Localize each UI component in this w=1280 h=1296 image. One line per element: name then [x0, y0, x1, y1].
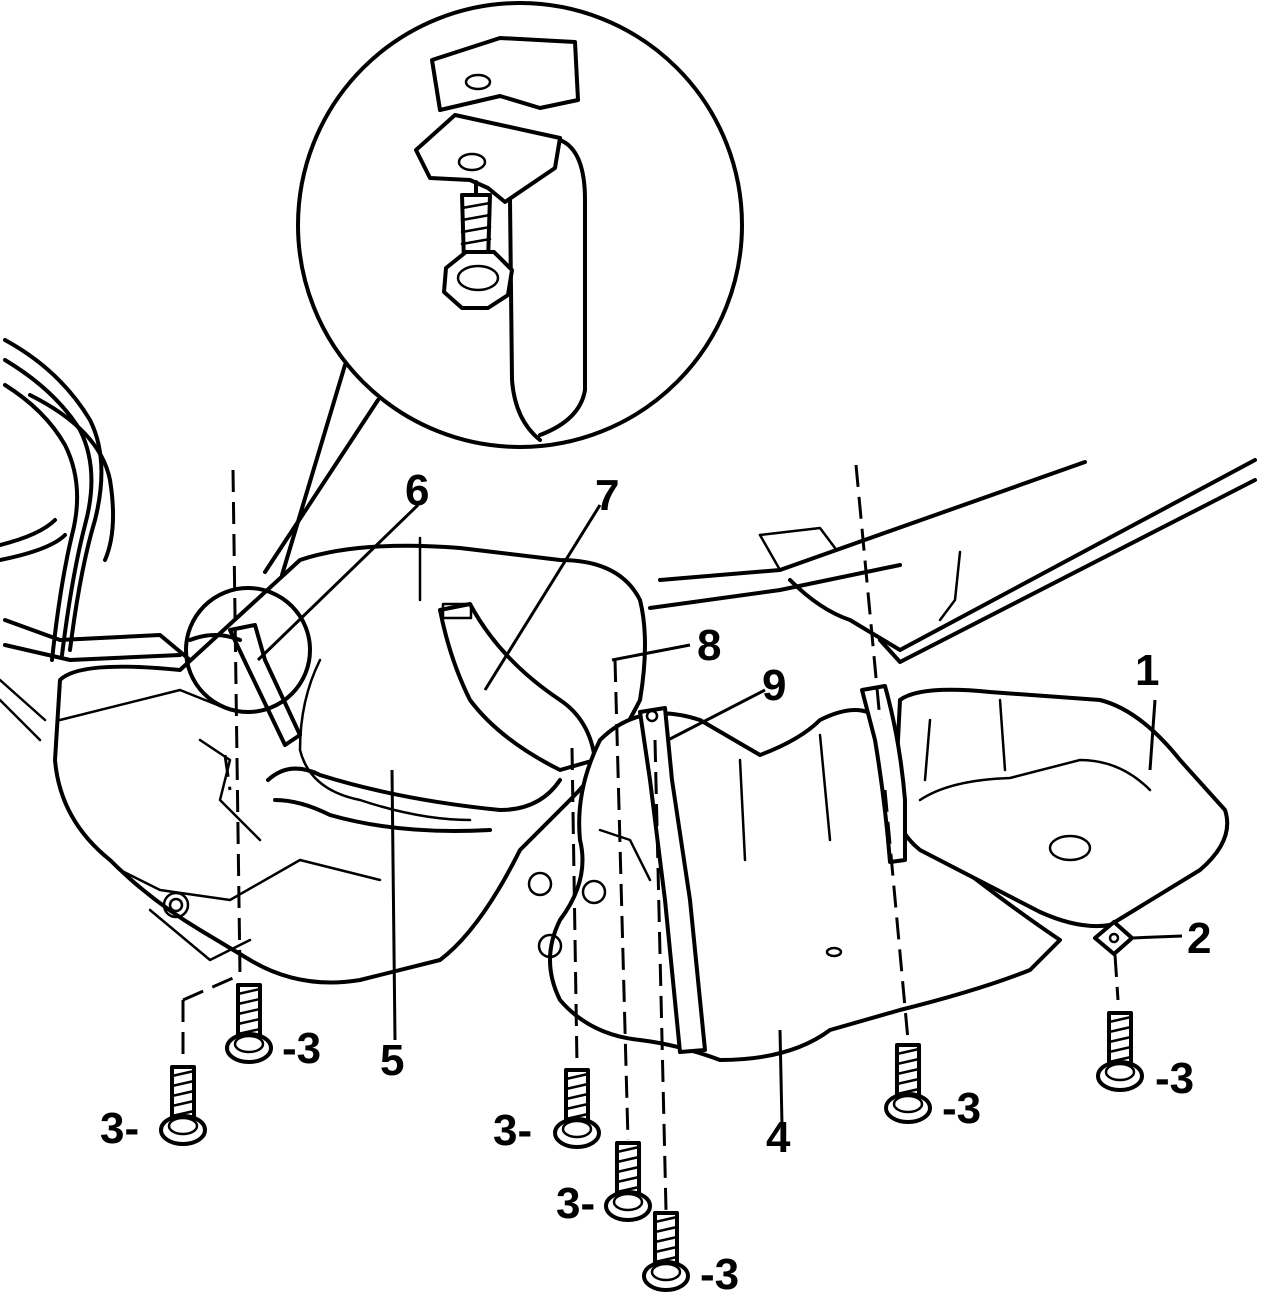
callout-4: 4 [766, 1113, 791, 1162]
callout-8: 8 [697, 621, 721, 670]
detail-magnifier [263, 1, 744, 577]
left-pipe-lines [0, 338, 192, 742]
bolt-icon [159, 1065, 207, 1146]
callout-9: 9 [762, 661, 786, 710]
callout-6: 6 [405, 466, 429, 515]
underbody-shield-5 [53, 543, 647, 985]
underbody-shield-1 [860, 684, 1230, 956]
callout-2: 2 [1187, 914, 1211, 963]
bolt-icon [225, 983, 273, 1064]
callout-3: 3- [100, 1104, 139, 1153]
callout-3: 3- [493, 1106, 532, 1155]
bolt-icon [884, 1043, 932, 1124]
callout-labels: 1 2 4 5 6 7 8 9 -3 3- 3- 3- -3 -3 -3 [100, 466, 1211, 1296]
bolt-fasteners [159, 983, 1144, 1292]
bolt-icon [553, 1068, 601, 1149]
detail-marker-circle [184, 586, 312, 714]
bolt-icon [642, 1211, 690, 1292]
callout-3: -3 [1155, 1054, 1194, 1103]
callout-7: 7 [595, 471, 619, 520]
bolt-icon [604, 1141, 652, 1222]
detail-bolt-icon [442, 180, 514, 310]
bolt-icon [1096, 1011, 1144, 1092]
callout-3: -3 [700, 1250, 739, 1296]
callout-3: -3 [282, 1024, 321, 1073]
callout-3: -3 [942, 1084, 981, 1133]
callout-5: 5 [380, 1036, 404, 1085]
callout-3: 3- [556, 1179, 595, 1228]
fastener-axes [181, 464, 1120, 1211]
callout-1: 1 [1135, 646, 1159, 695]
leader-lines [256, 503, 1183, 1126]
underbody-shield-4 [527, 706, 1062, 1062]
frame-rails [418, 458, 1257, 664]
